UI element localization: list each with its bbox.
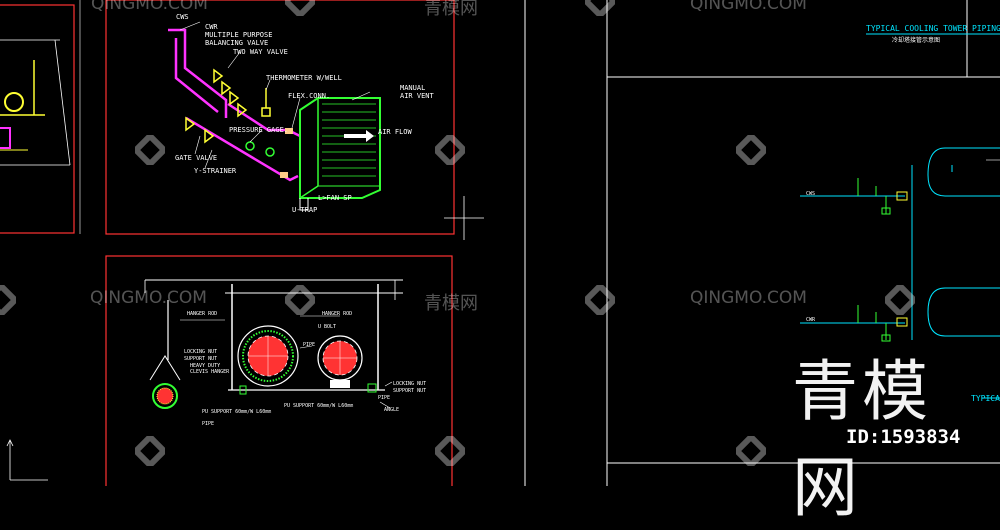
label-pu-support: PU SUPPORT 60mm/W L60mm [202,409,272,415]
label-thermometer: THERMOMETER W/WELL [266,74,342,82]
watermark-logo-icon [885,285,915,315]
label-y-strainer: Y-STRAINER [194,167,237,175]
label-clevis-hanger: CLEVIS HANGER [190,369,230,375]
label-support-nut-right: SUPPORT NUT [393,388,427,394]
cooling-tower-title: TYPICAL COOLING TOWER PIPING [866,24,1000,33]
detail-frame-red [105,0,455,235]
label-angle: ANGLE [384,407,400,413]
watermark-logo-icon [435,436,465,466]
watermark-logo-icon [585,285,615,315]
label-manual: MANUAL [400,84,426,92]
label-balancing-valve: BALANCING VALVE [205,39,269,47]
watermark-en: QINGMO.COM [690,288,807,308]
coil-piping-detail [79,0,484,240]
label-cwr-right: CWR [806,317,816,323]
label-fan-sp: L>FAN SP [318,194,352,202]
label-pipe-b: PIPE [378,395,391,401]
watermark-cn: 青模网 [424,293,478,314]
typical-label-cut: TYPICA [971,394,1000,403]
label-air-flow: AIR FLOW [378,128,412,136]
label-pipe-c: PIPE [202,421,215,427]
watermark-logo-icon [435,135,465,165]
label-flex-conn: FLEX.CONN. [288,92,331,100]
label-cwr: CWR [205,23,218,31]
watermark-logo-icon [736,135,766,165]
label-u-trap: U-TRAP [292,206,318,214]
watermark-cn: 青模网 [424,0,478,19]
watermark-en: QINGMO.COM [91,0,208,14]
watermark-logo-icon [135,135,165,165]
watermark-logo-icon [135,436,165,466]
cooling-tower-piping [800,33,1000,399]
label-two-way-valve: TWO WAY VALVE [233,48,288,56]
label-u-bolt: U BOLT [318,324,337,330]
label-multiple-purpose: MULTIPLE PURPOSE [205,31,273,39]
ucs-icon [6,439,48,481]
cad-drawing-canvas[interactable] [0,0,1000,486]
label-locking-nut-right: LOCKING NUT [393,381,427,387]
watermark-en: QINGMO.COM [90,288,207,308]
label-gate-valve: GATE VALVE [175,154,218,162]
label-air-vent: AIR VENT [400,92,434,100]
detail-frame-red-lower [105,255,453,486]
label-cws-right: CWS [806,191,816,197]
label-hanger-rod-left: HANGER ROD [187,311,218,317]
label-pipe-a: PIPE [303,342,316,348]
watermark-logo-icon [585,0,615,16]
label-pu-support-2: PU SUPPORT 60mm/W L60mm [284,403,354,409]
label-support-nut: SUPPORT NUT [184,356,218,362]
label-pressure-gage: PRESSURE GAGE. [229,126,289,134]
label-heavy-duty: HEAVY DUTY [190,363,221,369]
watermark-en: QINGMO.COM [690,0,807,14]
crosshair-cursor [444,196,484,240]
watermark-logo-icon [285,285,315,315]
watermark-logo-icon [285,0,315,16]
label-cws: CWS [176,13,189,21]
label-locking-nut: LOCKING NUT [184,349,218,355]
watermark-logo-icon [0,285,16,315]
pipe-hanger-detail [105,255,453,486]
left-partial-drawing [0,4,75,234]
label-hanger-rod-right: HANGER ROD [322,311,353,317]
resource-id-label: ID:1593834 [846,426,961,448]
cooling-tower-subtitle: 冷却塔接管示意图 [892,37,941,44]
watermark-logo-icon [736,436,766,466]
